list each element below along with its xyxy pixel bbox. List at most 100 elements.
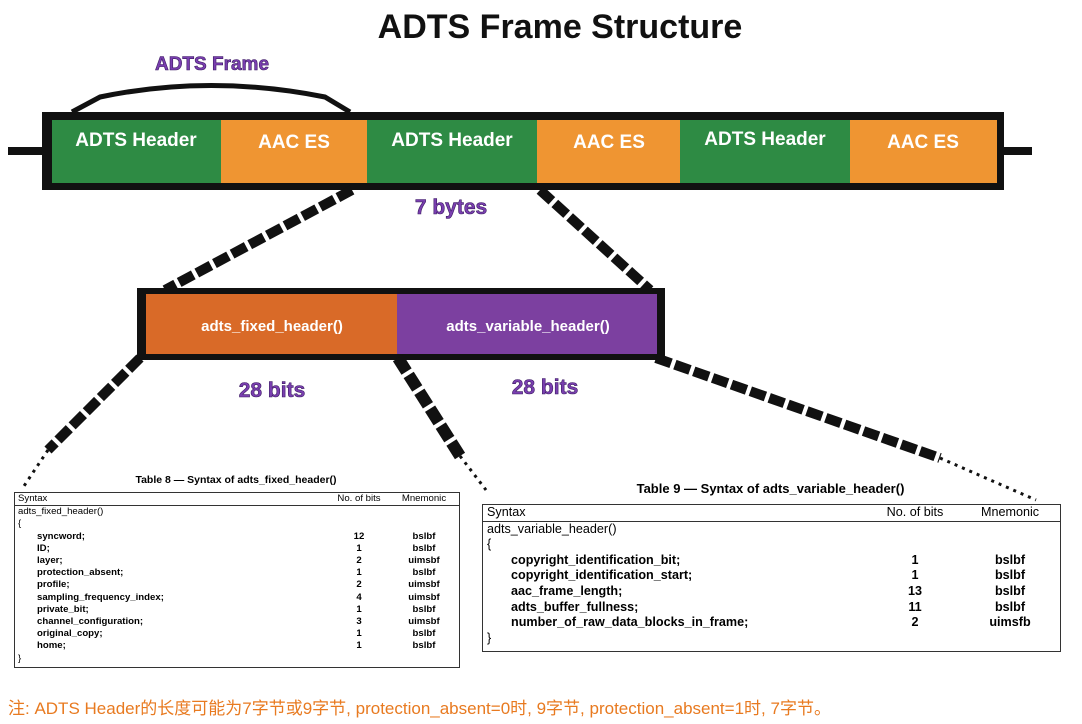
zoom-lines-tables bbox=[22, 353, 1037, 502]
table-row: copyright_identification_bit; 1 bslbf bbox=[483, 553, 1060, 569]
bits-cell: 2 bbox=[911, 615, 919, 630]
table-row: sampling_frequency_index; 4 uimsbf bbox=[15, 592, 459, 604]
footnote: 注: ADTS Header的长度可能为7字节或9字节, protection_… bbox=[8, 699, 831, 718]
mnemonic-cell: bslbf bbox=[412, 567, 436, 579]
fixed-header-label: adts_fixed_header() bbox=[201, 318, 343, 335]
syntax-cell: syncword; bbox=[37, 530, 85, 542]
bits-cell: 12 bbox=[353, 530, 365, 542]
table-row: { bbox=[483, 537, 1060, 553]
mnemonic-cell: uimsbf bbox=[408, 579, 440, 591]
segment-label-4: AAC ES bbox=[573, 132, 645, 153]
segment-label-5: ADTS Header bbox=[704, 129, 826, 150]
mnemonic-cell: bslbf bbox=[994, 552, 1026, 567]
segment-label-3: ADTS Header bbox=[391, 130, 513, 151]
variable-header-label: adts_variable_header() bbox=[446, 318, 609, 335]
syntax-cell: copyright_identification_bit; bbox=[511, 552, 681, 567]
mnemonic-cell: bslbf bbox=[412, 640, 436, 652]
bits-cell: 1 bbox=[911, 568, 919, 583]
table-row: home; 1 bslbf bbox=[15, 640, 459, 652]
segment-label-2: AAC ES bbox=[258, 132, 330, 153]
frame-bar: ADTS Header AAC ES ADTS Header AAC ES AD… bbox=[8, 112, 1032, 190]
mnemonic-cell: bslbf bbox=[412, 542, 436, 554]
segment-label-6: AAC ES bbox=[887, 132, 959, 153]
bits-cell: 3 bbox=[356, 616, 362, 628]
bits-cell: 1 bbox=[911, 552, 919, 567]
syntax-cell: copyright_identification_start; bbox=[511, 568, 693, 583]
table-row: { bbox=[15, 518, 459, 530]
syntax-cell: { bbox=[18, 518, 22, 530]
table-row: adts_fixed_header() bbox=[15, 506, 459, 518]
mnemonic-cell: uimsfb bbox=[989, 615, 1031, 630]
syntax-cell: protection_absent; bbox=[37, 567, 124, 579]
mnemonic-cell: uimsbf bbox=[408, 555, 440, 567]
mnemonic-cell: bslbf bbox=[412, 628, 436, 640]
syntax-cell: adts_fixed_header() bbox=[18, 506, 104, 518]
table-row: adts_buffer_fullness; 11 bslbf bbox=[483, 600, 1060, 616]
fixed-bits-label: 28 bits bbox=[239, 379, 306, 402]
syntax-cell: profile; bbox=[37, 579, 70, 591]
table-header: Syntax No. of bits Mnemonic bbox=[483, 505, 1060, 522]
segment-4 bbox=[537, 120, 680, 183]
syntax-cell: layer; bbox=[37, 555, 63, 567]
syntax-cell: number_of_raw_data_blocks_in_frame; bbox=[511, 615, 749, 630]
variable-bits-label: 28 bits bbox=[512, 376, 579, 399]
table-row: private_bit; 1 bslbf bbox=[15, 604, 459, 616]
segment-5 bbox=[680, 120, 850, 183]
variable-header-box bbox=[397, 294, 657, 354]
diagram-title: ADTS Frame Structure bbox=[378, 8, 743, 46]
mnemonic-cell: uimsbf bbox=[408, 616, 440, 628]
frame-bracket bbox=[70, 83, 352, 115]
bits-cell: 1 bbox=[356, 628, 362, 640]
bits-cell: 1 bbox=[356, 640, 362, 652]
bits-cell: 4 bbox=[356, 591, 362, 603]
zoom-lines-header bbox=[162, 185, 654, 295]
table-row: } bbox=[483, 631, 1060, 647]
segment-2 bbox=[221, 120, 367, 183]
table-row: } bbox=[15, 653, 459, 665]
segment-3 bbox=[367, 120, 537, 183]
column-header: Syntax bbox=[487, 505, 526, 519]
column-header: No. of bits bbox=[886, 505, 944, 519]
syntax-cell: } bbox=[18, 652, 22, 664]
sub-header-bar: adts_fixed_header() adts_variable_header… bbox=[137, 288, 665, 360]
segment-1 bbox=[52, 120, 221, 183]
fixed-header-box bbox=[146, 294, 397, 354]
mnemonic-cell: bslbf bbox=[994, 599, 1026, 614]
bits-cell: 13 bbox=[907, 583, 922, 598]
table-row: aac_frame_length; 13 bslbf bbox=[483, 584, 1060, 600]
syntax-cell: private_bit; bbox=[37, 603, 89, 615]
syntax-cell: ID; bbox=[37, 542, 50, 554]
mnemonic-cell: bslbf bbox=[412, 603, 436, 615]
variable-header-table: Syntax No. of bits Mnemonic adts_variabl… bbox=[482, 504, 1061, 652]
syntax-cell: aac_frame_length; bbox=[511, 583, 623, 598]
syntax-cell: adts_buffer_fullness; bbox=[511, 599, 639, 614]
fixed-table-caption: Table 8 — Syntax of adts_fixed_header() bbox=[135, 474, 337, 486]
mnemonic-cell: bslbf bbox=[994, 583, 1026, 598]
column-header: Mnemonic bbox=[401, 493, 447, 504]
table-row: protection_absent; 1 bslbf bbox=[15, 567, 459, 579]
mnemonic-cell: uimsbf bbox=[408, 591, 440, 603]
syntax-cell: } bbox=[487, 630, 492, 645]
bits-cell: 1 bbox=[356, 567, 362, 579]
segment-label-1: ADTS Header bbox=[75, 130, 197, 151]
table-header: Syntax No. of bits Mnemonic bbox=[15, 493, 459, 507]
bits-cell: 11 bbox=[908, 599, 922, 614]
table-row: ID; 1 bslbf bbox=[15, 543, 459, 555]
syntax-cell: sampling_frequency_index; bbox=[37, 591, 164, 603]
variable-table-caption: Table 9 — Syntax of adts_variable_header… bbox=[636, 481, 905, 496]
syntax-cell: home; bbox=[37, 640, 66, 652]
segment-6 bbox=[850, 120, 997, 183]
bits-cell: 1 bbox=[356, 603, 362, 615]
fixed-header-table: Syntax No. of bits Mnemonic adts_fixed_h… bbox=[14, 492, 460, 668]
column-header: Mnemonic bbox=[980, 505, 1040, 519]
column-header: Syntax bbox=[18, 493, 48, 504]
bits-cell: 1 bbox=[356, 542, 362, 554]
column-header: No. of bits bbox=[337, 493, 381, 504]
header-size-label: 7 bytes bbox=[415, 196, 487, 219]
